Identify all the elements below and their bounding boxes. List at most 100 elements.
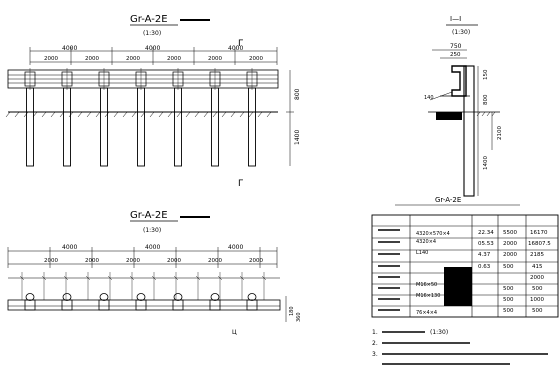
svg-text:500: 500 <box>503 264 514 270</box>
plan-post-head <box>25 293 35 301</box>
section-dim-1400: 1400 <box>483 156 489 170</box>
elevation-dim-top-0: 4000 <box>62 45 77 52</box>
plan-dim-top-1: 4000 <box>145 244 160 251</box>
rail-profile <box>451 65 467 97</box>
plan-footnote: Ц <box>232 329 237 336</box>
hatch-line <box>176 111 182 118</box>
svg-text:500: 500 <box>503 286 514 292</box>
plan-dim-sub-0: 2000 <box>44 258 58 264</box>
plan-post-base <box>209 299 221 311</box>
plan-rebar-tick <box>85 275 91 281</box>
svg-text:2000: 2000 <box>503 252 517 258</box>
hatch-line <box>77 111 83 118</box>
plan-rebar-tick <box>19 275 25 281</box>
elevation-dim-sub-4: 2000 <box>208 56 222 62</box>
plan-dim-sub-4: 2000 <box>208 258 222 264</box>
section-post <box>463 65 475 197</box>
hatch-line <box>203 111 209 118</box>
hatch-line <box>149 111 155 118</box>
svg-text:415: 415 <box>532 264 543 270</box>
table-weights: 22.34 05.53 4.37 0.63 <box>478 230 494 270</box>
plan-post-base <box>98 299 110 311</box>
section-ground-hatch <box>476 111 496 117</box>
elevation-posts <box>24 68 258 167</box>
svg-text:16170: 16170 <box>530 230 548 236</box>
svg-text:4320×4: 4320×4 <box>416 239 436 245</box>
section-dim-750: 750 <box>450 43 462 50</box>
hatch-line <box>122 111 128 118</box>
plan-posts <box>19 272 267 311</box>
post <box>63 87 71 167</box>
hatch-line <box>491 111 496 117</box>
table-title: Gr-A-2E <box>435 196 461 204</box>
hatch-line <box>68 111 74 118</box>
plan-rebar-tick <box>41 275 47 281</box>
plan-rebar-tick <box>63 275 69 281</box>
svg-text:05.53: 05.53 <box>478 241 494 247</box>
post <box>174 87 182 167</box>
plan-dim-top-2: 4000 <box>228 244 243 251</box>
elevation-dim-sub-3: 2000 <box>167 56 181 62</box>
elevation-dim-top-1: 4000 <box>145 45 160 52</box>
elevation-scale: (1:30) <box>143 30 161 37</box>
plan-post-head <box>247 293 257 301</box>
hatch-line <box>86 111 92 118</box>
hatch-line <box>95 111 101 118</box>
plan-view: Gr-A-2E (1:30) 4000 4000 4000 2000 2000 … <box>7 210 302 336</box>
plan-rebar-tick <box>261 275 267 281</box>
svg-text:M16×50: M16×50 <box>416 282 437 288</box>
svg-text:500: 500 <box>532 286 543 292</box>
hatch-line <box>257 111 263 118</box>
section-title: I—I <box>450 15 461 23</box>
elevation-dim-right-0: 800 <box>294 88 301 100</box>
hatch-line <box>476 111 481 117</box>
hatch-line <box>41 111 47 118</box>
elevation-dim-top-2: 4000 <box>228 45 243 52</box>
section-scale: (1:30) <box>452 29 470 36</box>
hatch-line <box>158 111 164 118</box>
section-dim-2100: 2100 <box>497 126 503 140</box>
hatch-line <box>50 111 56 118</box>
plan-post-base <box>246 299 258 311</box>
hatch-line <box>221 111 227 118</box>
plan-title: Gr-A-2E <box>130 210 168 221</box>
elevation-dim-sub-2: 2000 <box>126 56 140 62</box>
svg-text:4320×570×4: 4320×570×4 <box>416 231 450 237</box>
table-col-numbers: 5500 2000 2000 500 500 500 500 <box>503 230 517 314</box>
section-view: I—I (1:30) 750 250 140 150 800 600 2100 … <box>424 15 503 197</box>
plan-post-head <box>210 293 220 301</box>
table-spec-notes: 4320×570×4 4320×4 L140 M16×50 M16×130 76… <box>416 231 450 316</box>
plan-dim-sub-3: 2000 <box>167 258 181 264</box>
elevation-view: Gr-A-2E (1:30) Γ Γ 4000 4000 4000 2000 2… <box>5 14 301 189</box>
material-table: Gr-A-2E 4320×570×4 4320×4 L140 M16×50 M1… <box>371 196 559 365</box>
post <box>100 87 108 167</box>
svg-text:76×4×4: 76×4×4 <box>416 310 437 316</box>
plan-beam <box>7 299 281 311</box>
hatch-line <box>14 111 20 118</box>
plan-dimension-ticks <box>7 247 278 268</box>
svg-text:2185: 2185 <box>530 252 544 258</box>
hatch-line <box>239 111 245 118</box>
elevation-dim-sub-5: 2000 <box>249 56 263 62</box>
svg-text:1000: 1000 <box>530 297 544 303</box>
hatch-line <box>185 111 191 118</box>
elevation-dim-right-1: 1400 <box>294 130 301 145</box>
section-mark-bottom: Γ <box>238 179 243 189</box>
hatch-line <box>248 111 254 118</box>
table-totals: 16170 16807.5 2185 415 2000 500 1000 500 <box>528 230 551 314</box>
plan-post-head <box>99 293 109 301</box>
hatch-line <box>23 111 29 118</box>
post <box>248 87 256 167</box>
hatch-line <box>104 111 110 118</box>
post <box>137 87 145 167</box>
svg-text:0.63: 0.63 <box>478 264 491 270</box>
plan-rebar-tick <box>129 275 135 281</box>
plan-post-base <box>24 299 36 311</box>
svg-text:500: 500 <box>503 308 514 314</box>
plan-rebar-tick <box>239 275 245 281</box>
hatch-line <box>481 111 486 117</box>
hatch-line <box>212 111 218 118</box>
plan-rebar-tick <box>107 275 113 281</box>
svg-text:4.37: 4.37 <box>478 252 491 258</box>
